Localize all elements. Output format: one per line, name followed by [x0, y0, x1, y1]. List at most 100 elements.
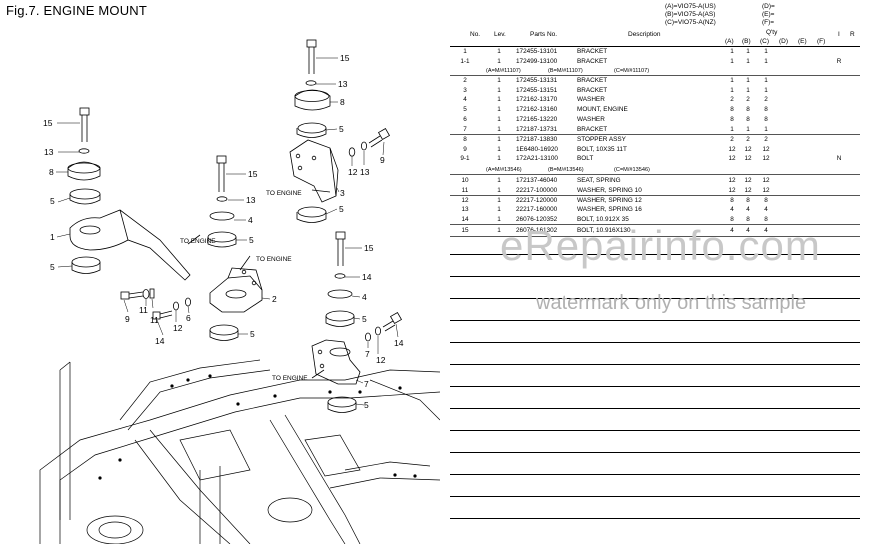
- cell-c: 4: [764, 227, 768, 234]
- cell-part: 172499-13100: [516, 58, 558, 65]
- cell-c: 4: [764, 206, 768, 213]
- right-washer-12: [374, 326, 381, 336]
- right-washer-11: [360, 141, 367, 151]
- right-lower-to-engine-leader: [311, 369, 325, 379]
- blank-row-rule: [450, 408, 860, 409]
- cell-lev: 1: [497, 197, 501, 204]
- cell-a: 12: [728, 155, 736, 162]
- cell-no: 1-1: [460, 58, 470, 65]
- col-header-c: (C): [760, 38, 770, 45]
- callout-15: 15: [43, 118, 53, 128]
- col-header-qty: Q'ty: [766, 29, 778, 36]
- cell-a: 8: [730, 116, 734, 123]
- cell-c: 12: [762, 155, 770, 162]
- center-mount-5-lower: [209, 324, 239, 341]
- to-engine-label-left: TO ENGINE: [180, 238, 216, 245]
- group-rule: [450, 195, 860, 196]
- callout-14: 14: [394, 338, 404, 348]
- left-washer-13: [78, 148, 90, 154]
- cell-c: 1: [764, 58, 768, 65]
- cell-a: 12: [728, 146, 736, 153]
- frame-holes: [98, 374, 417, 480]
- cell-no: 9: [463, 146, 467, 153]
- model-note-d: (D)=: [762, 3, 775, 10]
- left-to-engine-leader: [187, 234, 201, 245]
- engine-mount-exploded-diagram: 15 13 8 5 1 5 9 11 11 14 12 6 15 13 4 5 …: [39, 39, 440, 544]
- cell-no: 12: [461, 197, 469, 204]
- cell-c: 1: [764, 126, 768, 133]
- cell-part: 22217-120000: [516, 197, 558, 204]
- left-bolt-14: [152, 310, 173, 320]
- callout-13: 13: [44, 147, 54, 157]
- callout-labels: 15 13 8 5 1 5 9 11 11 14 12 6 15 13 4 5 …: [43, 53, 404, 410]
- callout-13: 13: [338, 79, 348, 89]
- cell-c: 12: [762, 146, 770, 153]
- center-bracket-2: [209, 267, 263, 313]
- callout-5: 5: [50, 196, 55, 206]
- model-note-a: (A)=VIO75-A(US): [665, 3, 716, 10]
- cell-b: 8: [746, 116, 750, 123]
- cell-c: 8: [764, 216, 768, 223]
- cell-c: 12: [762, 187, 770, 194]
- col-header-lev: Lev.: [494, 31, 506, 38]
- col-header-no: No.: [470, 31, 481, 38]
- model-note-f: (F)=: [762, 19, 775, 26]
- serial-note: (B=M/#13546): [548, 167, 584, 173]
- left-washer-12: [172, 301, 179, 311]
- cell-part: 172165-13220: [516, 116, 558, 123]
- center-washer-4: [209, 211, 235, 221]
- callout-11: 11: [139, 305, 148, 315]
- cell-lev: 1: [497, 96, 501, 103]
- blank-row-rule: [450, 386, 860, 387]
- center-to-engine-leader: [239, 255, 251, 271]
- callout-7-washer: 7: [365, 349, 370, 359]
- right-bolt-14: [382, 311, 403, 332]
- callout-14: 14: [155, 336, 165, 346]
- cell-a: 8: [730, 216, 734, 223]
- cell-part: 172A21-13100: [516, 155, 558, 162]
- cell-b: 4: [746, 206, 750, 213]
- cell-b: 1: [746, 77, 750, 84]
- cell-part: 26076-161302: [516, 227, 558, 234]
- callout-5: 5: [50, 262, 55, 272]
- model-note-b: (B)=VIO75-A(AS): [665, 11, 716, 18]
- left-mount-5-lower: [71, 256, 101, 274]
- right-lower-mount-5-lower: [327, 396, 357, 413]
- cell-b: 8: [746, 106, 750, 113]
- to-engine-label-right-lower: TO ENGINE: [272, 375, 308, 382]
- cell-no: 14: [461, 216, 469, 223]
- cell-desc: BOLT: [577, 155, 594, 162]
- cell-b: 8: [746, 216, 750, 223]
- right-bracket-3: [289, 139, 339, 203]
- cell-a: 1: [730, 126, 734, 133]
- blank-row-rule: [450, 364, 860, 365]
- cell-b: 1: [746, 48, 750, 55]
- callout-11: 12: [348, 167, 358, 177]
- callout-10-label: 11: [150, 315, 159, 325]
- cell-desc: BRACKET: [577, 87, 608, 94]
- right-lower-washer-4: [327, 289, 353, 299]
- callout-15: 15: [364, 243, 374, 253]
- col-header-parts-no: Parts No.: [530, 31, 558, 38]
- group-rule: [450, 224, 860, 225]
- cell-no: 1: [463, 48, 467, 55]
- cell-desc: WASHER: [577, 116, 605, 123]
- model-note-e: (E)=: [762, 11, 775, 18]
- serial-note: (A=M/#11107): [486, 68, 521, 74]
- cell-part: 26076-120352: [516, 216, 558, 223]
- col-header-description: Description: [628, 31, 661, 38]
- cell-a: 2: [730, 96, 734, 103]
- cell-lev: 1: [497, 126, 501, 133]
- callout-4: 4: [362, 292, 367, 302]
- cell-a: 12: [728, 187, 736, 194]
- cell-a: 4: [730, 227, 734, 234]
- callout-12: 12: [173, 323, 183, 333]
